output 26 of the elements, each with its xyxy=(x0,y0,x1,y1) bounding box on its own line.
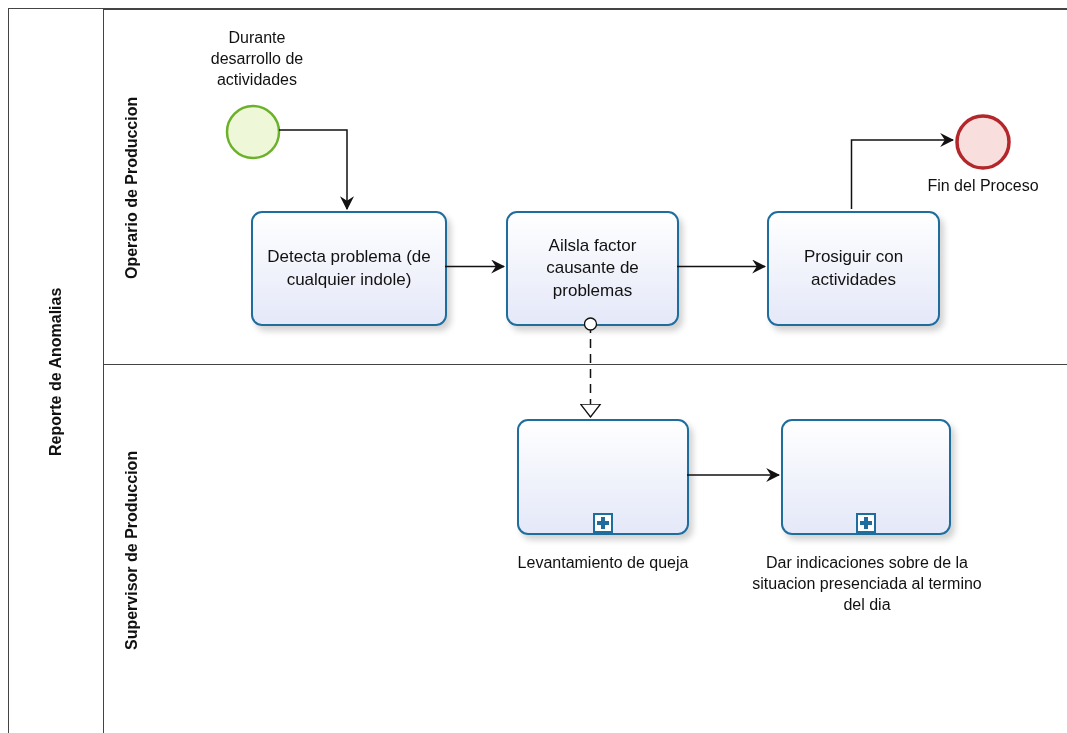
task-box xyxy=(506,211,679,326)
task-label: Prosiguir con actividades xyxy=(802,246,905,291)
task-label: Detecta problema (de cualquier indole) xyxy=(266,246,432,291)
event-label: Fin del Proceso xyxy=(926,176,1040,196)
swimlane xyxy=(103,9,1067,364)
task-label: Ailsla factor causante de problemas xyxy=(545,235,640,302)
swimlane xyxy=(103,364,1067,733)
subprocess-box xyxy=(517,419,689,535)
pool xyxy=(8,8,1067,733)
end-event-circle xyxy=(955,114,1011,170)
task-box xyxy=(767,211,940,326)
event-label: Dar indicaciones sobre de la situacion presenciada al termino del dia xyxy=(751,553,983,615)
sequence-flow-arrow xyxy=(278,129,354,211)
event-label: Levantamiento de queja xyxy=(516,553,690,573)
subprocess-box xyxy=(781,419,951,535)
sequence-flow-arrow xyxy=(850,133,955,210)
pool-title: Reporte de Anomalias xyxy=(46,286,65,458)
sequence-flow-arrow xyxy=(444,259,506,274)
task-box xyxy=(251,211,447,326)
lane-title: Operario de Produccion xyxy=(122,95,141,281)
sequence-flow-arrow xyxy=(676,259,767,274)
event-label: Durante desarrollo de actividades xyxy=(209,28,305,90)
start-event-circle xyxy=(225,104,281,160)
message-flow-arrow xyxy=(579,317,602,418)
sequence-flow-arrow xyxy=(686,468,781,482)
lane-title: Supervisor de Produccion xyxy=(122,449,141,652)
